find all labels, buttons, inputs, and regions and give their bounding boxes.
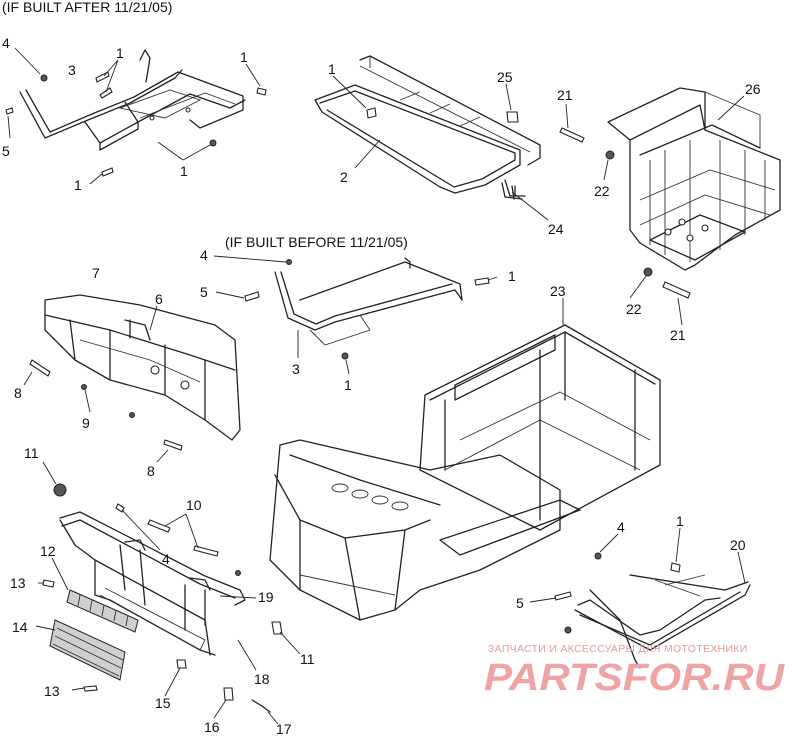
callout-label: 25 [497,69,513,85]
nut-1g [341,352,349,360]
nut-22b [643,267,653,277]
callout-label: 4 [162,551,170,567]
callout-label: 21 [670,327,686,343]
nut-rear [564,626,572,634]
callout-label: 13 [10,575,26,591]
callout-label: 2 [340,169,348,185]
grille-14 [49,619,126,681]
callout-label: 1 [180,163,188,179]
bolt-10b [193,545,219,557]
callout-label: 7 [92,265,100,281]
bolt-8a [29,359,51,377]
cargo-frame-26 [607,87,781,271]
callout-label: 21 [557,87,573,103]
callout-label: 6 [155,291,163,307]
storage-rack-2 [314,55,541,197]
screw-13a [42,579,55,588]
callout-label: 5 [516,595,524,611]
callout-label: 11 [300,651,315,667]
bolt-1e [101,167,114,177]
callout-label: 26 [745,81,761,97]
nut-1d [209,139,217,147]
callout-label: 19 [258,589,274,605]
nut-22a [605,150,615,160]
callout-label: 1 [676,513,684,529]
bolt-10a [147,519,171,533]
bolt-21b [662,281,691,299]
callout-label: 18 [254,671,270,687]
callout-label: 13 [44,683,60,699]
callout-label: 20 [730,537,746,553]
front-support-6-7 [44,294,241,441]
callout-label: 5 [2,143,10,159]
wire-17 [251,699,271,713]
nut-4 [40,74,48,82]
watermark-tagline: ЗАПЧАСТИ И АКСЕССУАРЫ ДЛЯ МОТОТЕХНИКИ [488,643,748,655]
nut-9a [81,384,87,390]
bracket-3-after [19,49,246,151]
callout-label: 23 [550,283,566,299]
callout-label: 22 [594,183,610,199]
nut-4b [286,259,292,265]
bolt-5b [244,291,260,302]
callout-label: 1 [328,61,336,77]
callout-labels: 4 3 1 1 1 5 1 1 2 25 21 26 22 24 4 1 5 3… [2,35,761,736]
callout-label: 8 [147,463,155,479]
nut-4e [594,552,602,560]
watermark-logo: PARTSFOR.RU [484,657,786,699]
front-bumper-18 [59,511,246,656]
rear-frame-20 [574,574,751,669]
callout-label: 8 [14,385,22,401]
bolt-1b [99,87,113,99]
nut-25 [506,111,519,123]
screw-13b [83,685,98,692]
header-before: (IF BUILT BEFORE 11/21/05) [225,234,408,250]
callout-label: 16 [204,719,220,735]
callout-label: 12 [40,543,56,559]
bracket-3-before [274,257,463,346]
callout-label: 5 [200,284,208,300]
callout-label: 3 [292,361,300,377]
bolt-5 [5,107,14,115]
callout-label: 15 [155,695,171,711]
callout-label: 4 [2,35,10,51]
callout-label: 4 [200,247,208,263]
leader-lines [7,47,746,725]
callout-label: 3 [68,62,76,78]
callout-label: 4 [617,519,625,535]
callout-label: 9 [82,415,90,431]
lamp-strip-12 [66,589,139,633]
bolt-1-rack [366,107,377,119]
callout-label: 1 [74,177,82,193]
clip-16 [223,687,234,701]
callout-label: 22 [626,301,642,317]
header-after: (IF BUILT AFTER 11/21/05) [2,0,172,15]
nut-11a [53,483,67,497]
bolt-1c [256,87,267,96]
bolt-1h [670,562,681,573]
callout-label: 14 [12,619,28,635]
nut-4d [235,570,241,576]
callout-label: 17 [276,721,292,736]
callout-label: 1 [116,45,124,61]
callout-label: 1 [240,49,248,65]
screw-15 [176,659,187,669]
bolt-1a [95,71,110,83]
callout-label: 11 [24,445,39,461]
watermark: ЗАПЧАСТИ И АКСЕССУАРЫ ДЛЯ МОТОТЕХНИКИ PA… [484,643,786,699]
bolt-8b [163,439,183,451]
callout-label: 1 [508,268,516,284]
main-frame-23 [269,324,661,621]
callout-label: 10 [186,497,202,513]
callout-label: 1 [344,377,352,393]
bolt-5c [554,591,572,601]
bolt-1f [474,277,490,286]
callout-label: 24 [548,221,564,237]
nut-9b [129,412,135,418]
bolt-21a [559,127,585,143]
